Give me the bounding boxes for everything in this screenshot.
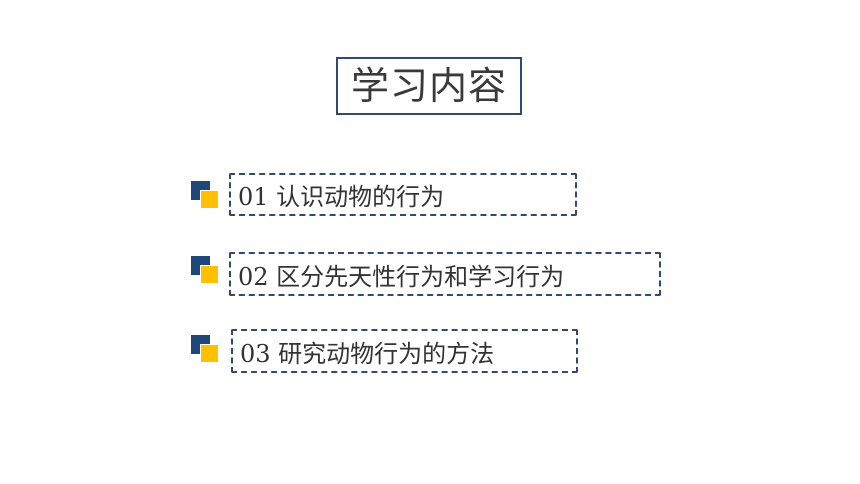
menu-item-1[interactable]: 01 认识动物的行为 [229,173,577,216]
menu-item-3[interactable]: 03 研究动物行为的方法 [231,329,578,373]
menu-item-label: 02 区分先天性行为和学习行为 [238,262,565,291]
menu-item-label: 01 认识动物的行为 [238,183,445,211]
page-title: 学习内容 [350,64,507,108]
menu-item-2[interactable]: 02 区分先天性行为和学习行为 [229,252,661,296]
title-box: 学习内容 [336,57,522,115]
bullet-icon [191,181,219,209]
bullet-icon [191,335,219,363]
menu-item-label: 03 研究动物行为的方法 [240,339,495,368]
bullet-icon [191,256,219,284]
